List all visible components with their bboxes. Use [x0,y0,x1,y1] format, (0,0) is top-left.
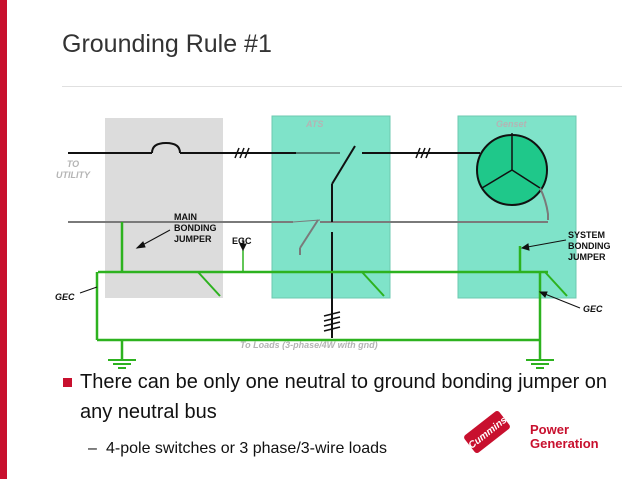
accent-bar [0,0,7,479]
gec-right-label: GEC [583,304,603,314]
phase-marks-left [234,147,250,159]
egc-label: EGC [232,236,252,246]
utility-service-panel [105,118,223,298]
ground-symbol-left [108,359,136,369]
gec-left-label: GEC [55,292,75,302]
label-pointers [79,229,581,309]
logo-line-generation: Generation [530,436,599,451]
phase-marks-right [415,147,431,159]
title-divider [62,86,622,87]
bullet-marker [63,378,72,387]
load-phase-marks [323,311,341,332]
power-generation-logo: Power Generation [530,423,599,451]
ground-conductors [95,222,568,360]
ats-transfer-switch [296,145,356,205]
slide-title: Grounding Rule #1 [62,30,272,58]
system-bonding-jumper-label: SYSTEM BONDING JUMPER [568,230,611,262]
to-loads-label: To Loads (3-phase/4W with gnd) [240,340,378,350]
phase-conductor [68,141,480,154]
neutral-conductor [68,205,548,338]
main-bonding-jumper-label: MAIN BONDING JUMPER [174,212,217,244]
sub-bullet-text: 4-pole switches or 3 phase/3-wire loads [106,440,388,457]
to-utility-label: TO UTILITY [56,159,90,180]
bullet-text: There can be only one neutral to ground … [80,371,608,423]
ground-symbol-right [526,359,554,369]
genset-panel-label: Genset [496,119,527,129]
generator-symbol [476,133,549,220]
sub-bullet-dash: – [88,440,97,457]
logo-line-power: Power [530,422,570,437]
ats-panel-label: ATS [306,119,324,129]
